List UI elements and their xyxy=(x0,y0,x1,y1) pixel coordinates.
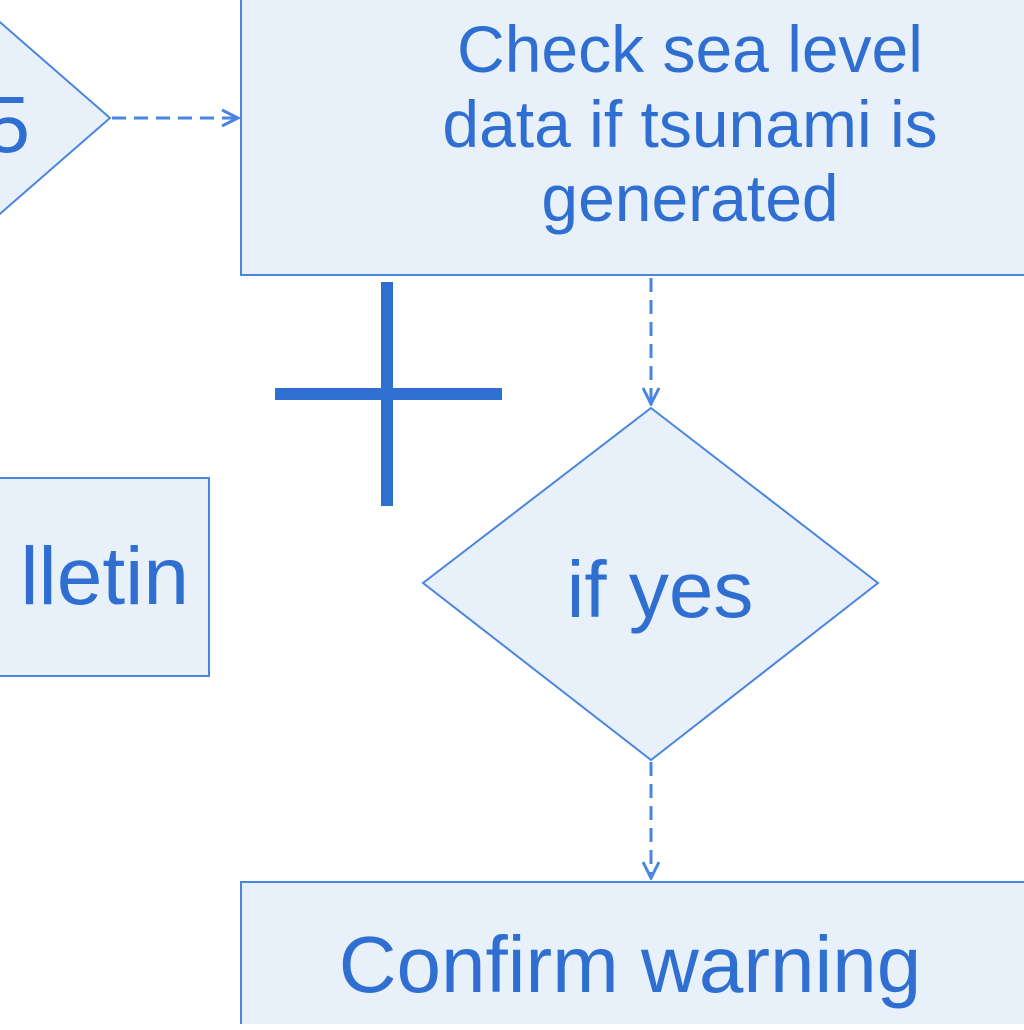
left-decision-label: 5 xyxy=(0,79,30,169)
if-yes-diamond[interactable] xyxy=(421,406,880,762)
bulletin-box[interactable] xyxy=(0,477,210,677)
check-sea-level-box[interactable] xyxy=(240,0,1024,276)
check-sea-level-label: Check sea level data if tsunami is gener… xyxy=(442,12,938,236)
crosshair-cursor-icon xyxy=(275,282,502,506)
confirm-warning-box[interactable] xyxy=(240,881,1024,1024)
left-decision-shape[interactable] xyxy=(0,0,112,266)
if-yes-label: if yes xyxy=(566,544,754,634)
confirm-warning-label: Confirm warning xyxy=(338,919,922,1009)
bulletin-label: lletin xyxy=(20,530,189,622)
